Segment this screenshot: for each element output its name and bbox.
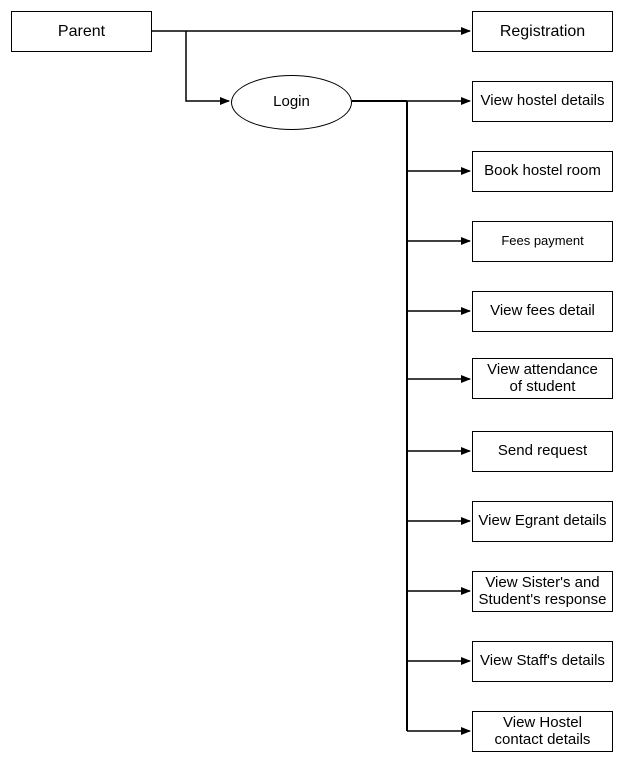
view-hostel-contact-details-box[interactable]: View Hostel contact details	[472, 711, 613, 752]
parent-to-login-arrow	[185, 31, 230, 105]
send-request-box[interactable]: Send request	[472, 431, 613, 472]
send-request-label: Send request	[497, 442, 588, 460]
fees-payment-label: Fees payment	[501, 233, 584, 249]
view-attendance-box[interactable]: View attendance of student	[472, 358, 613, 399]
parent-label: Parent	[57, 22, 106, 40]
registration-label: Registration	[499, 22, 586, 40]
login-label: Login	[273, 93, 310, 111]
login-ellipse[interactable]: Login	[231, 75, 352, 130]
view-staff-details-box[interactable]: View Staff's details	[472, 641, 613, 682]
view-sisters-response-box[interactable]: View Sister's and Student's response	[472, 571, 613, 612]
view-sisters-response-label: View Sister's and Student's response	[478, 574, 607, 608]
view-fees-detail-label: View fees detail	[490, 302, 595, 320]
view-fees-detail-box[interactable]: View fees detail	[472, 291, 613, 332]
fees-payment-box[interactable]: Fees payment	[472, 221, 613, 262]
view-attendance-label: View attendance of student	[487, 361, 598, 395]
registration-box[interactable]: Registration	[472, 11, 613, 52]
view-staff-details-label: View Staff's details	[480, 652, 605, 670]
view-hostel-details-box[interactable]: View hostel details	[472, 81, 613, 122]
parent-box[interactable]: Parent	[11, 11, 152, 52]
view-hostel-details-label: View hostel details	[480, 92, 605, 110]
view-egrant-details-label: View Egrant details	[478, 512, 607, 530]
view-egrant-details-box[interactable]: View Egrant details	[472, 501, 613, 542]
book-hostel-room-box[interactable]: Book hostel room	[472, 151, 613, 192]
book-hostel-room-label: Book hostel room	[484, 162, 601, 180]
view-hostel-contact-details-label: View Hostel contact details	[494, 714, 591, 748]
